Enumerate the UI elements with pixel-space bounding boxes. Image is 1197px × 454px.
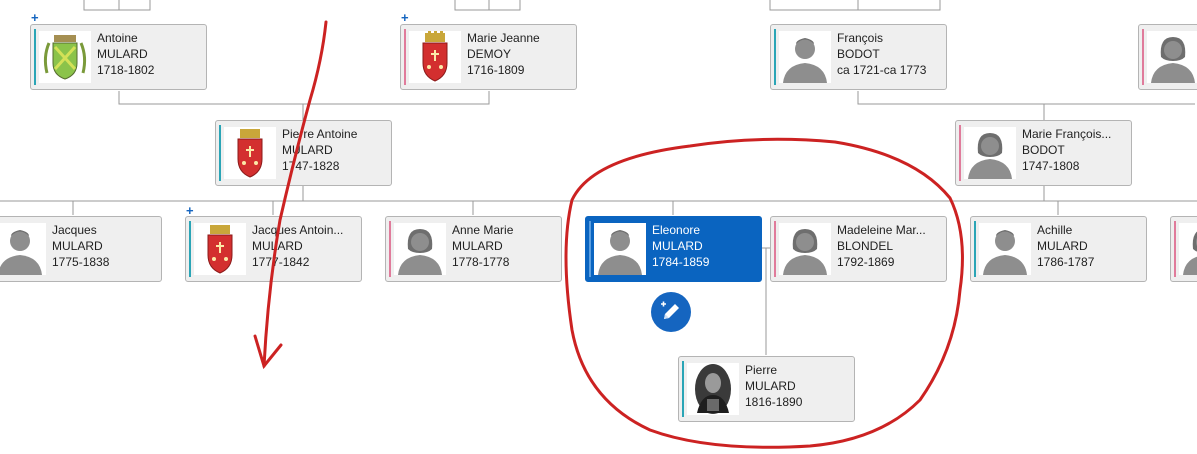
gender-bar	[774, 29, 776, 85]
gender-bar	[974, 221, 976, 277]
gender-bar	[219, 125, 221, 181]
gender-bar	[189, 221, 191, 277]
gender-bar	[34, 29, 36, 85]
male-silhouette-icon	[0, 223, 46, 275]
male-silhouette-icon	[779, 31, 831, 83]
coat-of-arms-red-icon	[224, 127, 276, 179]
person-card-partial-female[interactable]	[1138, 24, 1197, 90]
gender-bar	[1174, 221, 1176, 277]
coat-of-arms-green-icon	[39, 31, 91, 83]
coat-of-arms-red-icon	[409, 31, 461, 83]
female-silhouette-icon	[779, 223, 831, 275]
person-card-partial-right[interactable]	[1170, 216, 1197, 282]
gender-bar	[404, 29, 406, 85]
female-silhouette-icon	[394, 223, 446, 275]
gender-bar	[1142, 29, 1144, 85]
edit-person-button[interactable]	[651, 292, 691, 332]
female-silhouette-icon	[964, 127, 1016, 179]
coat-of-arms-red-icon	[194, 223, 246, 275]
expand-ancestors-icon[interactable]: +	[31, 10, 39, 25]
expand-ancestors-icon[interactable]: +	[401, 10, 409, 25]
gender-bar	[389, 221, 391, 277]
edit-pencil-icon	[661, 301, 679, 319]
gender-bar	[774, 221, 776, 277]
female-silhouette-icon	[1147, 31, 1197, 83]
male-silhouette-icon	[979, 223, 1031, 275]
female-silhouette-icon	[1179, 223, 1197, 275]
male-silhouette-icon	[594, 223, 646, 275]
gender-bar	[682, 361, 684, 417]
gender-bar	[589, 221, 591, 277]
portrait-photo-icon	[687, 363, 739, 415]
expand-descendants-icon[interactable]: +	[186, 203, 194, 218]
gender-bar	[959, 125, 961, 181]
